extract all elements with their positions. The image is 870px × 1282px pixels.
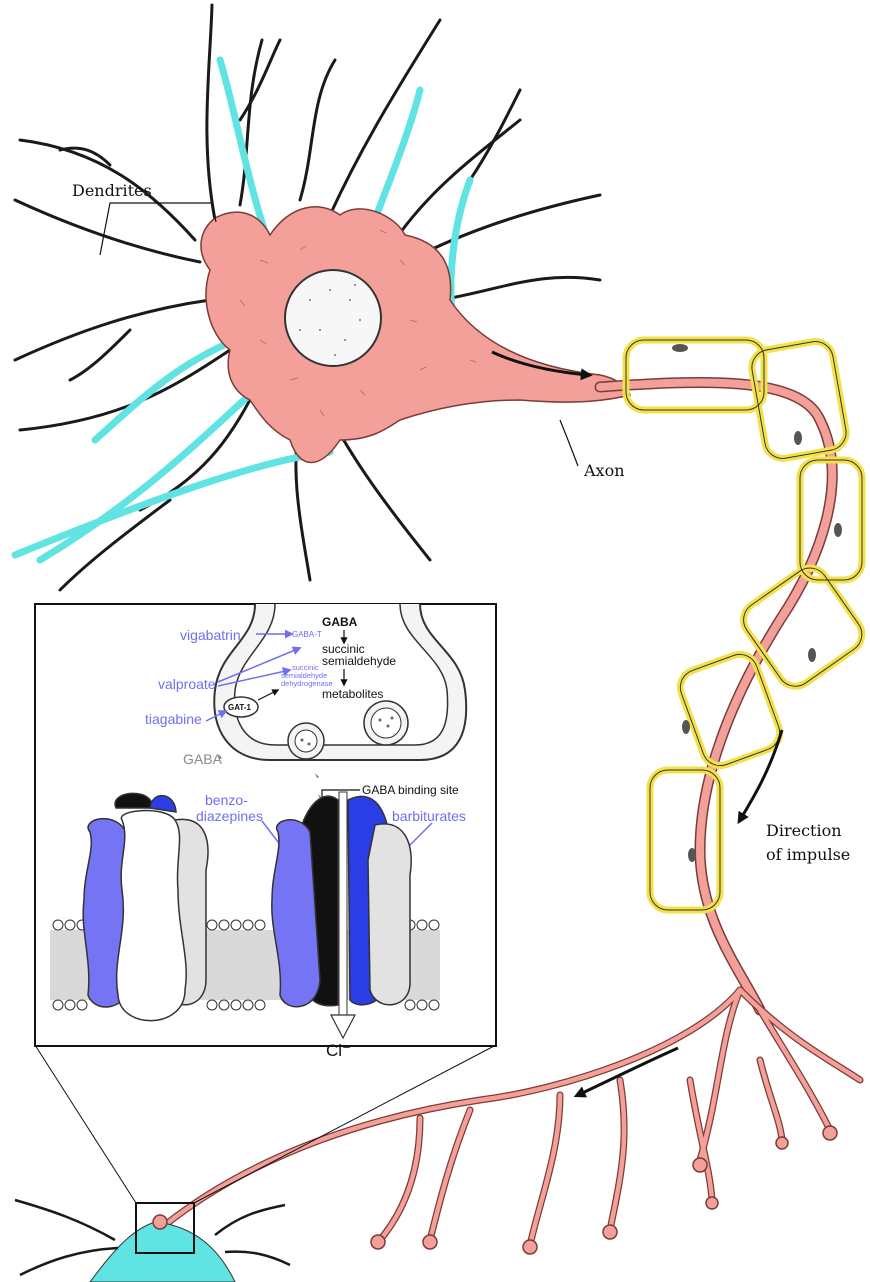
tiagabine-label: tiagabine (145, 711, 202, 727)
metabolites-label: metabolites (322, 687, 383, 701)
valproate-label: valproate (158, 676, 216, 692)
binding-site-label: GABA binding site (362, 783, 459, 797)
succinic-label-2: semialdehyde (322, 654, 396, 668)
zoom-line-left (35, 1045, 136, 1203)
ssadh-label-3: dehydrogenase (281, 679, 333, 688)
gaba-a-receptor-closed (83, 793, 208, 1020)
benzodiazepines-label-1: benzo- (205, 792, 248, 808)
vigabatrin-label: vigabatrin (180, 627, 241, 643)
direction-label-line1: Direction (766, 821, 842, 840)
gat1-label: GAT-1 (228, 703, 252, 712)
direction-label-line2: of impulse (766, 845, 850, 864)
axon-leader (560, 420, 578, 466)
barbiturates-label: barbiturates (392, 808, 466, 824)
gaba-extracellular-label: GABA (183, 751, 223, 767)
gaba-synapse-inset: GABA succinic semialdehyde metabolites G… (35, 604, 496, 1060)
chloride-label: Cl⁻ (326, 1041, 351, 1060)
dendrites-label: Dendrites (72, 181, 152, 200)
gaba-t-label: GABA-T (292, 630, 322, 639)
dendrites-leader (100, 203, 216, 255)
axon-label: Axon (583, 461, 625, 480)
zoom-line-right (194, 1045, 496, 1203)
gaba-label-top: GABA (322, 615, 358, 629)
nucleus (285, 270, 381, 366)
benzodiazepines-label-2: diazepines (196, 808, 263, 824)
cell-body (201, 207, 630, 463)
